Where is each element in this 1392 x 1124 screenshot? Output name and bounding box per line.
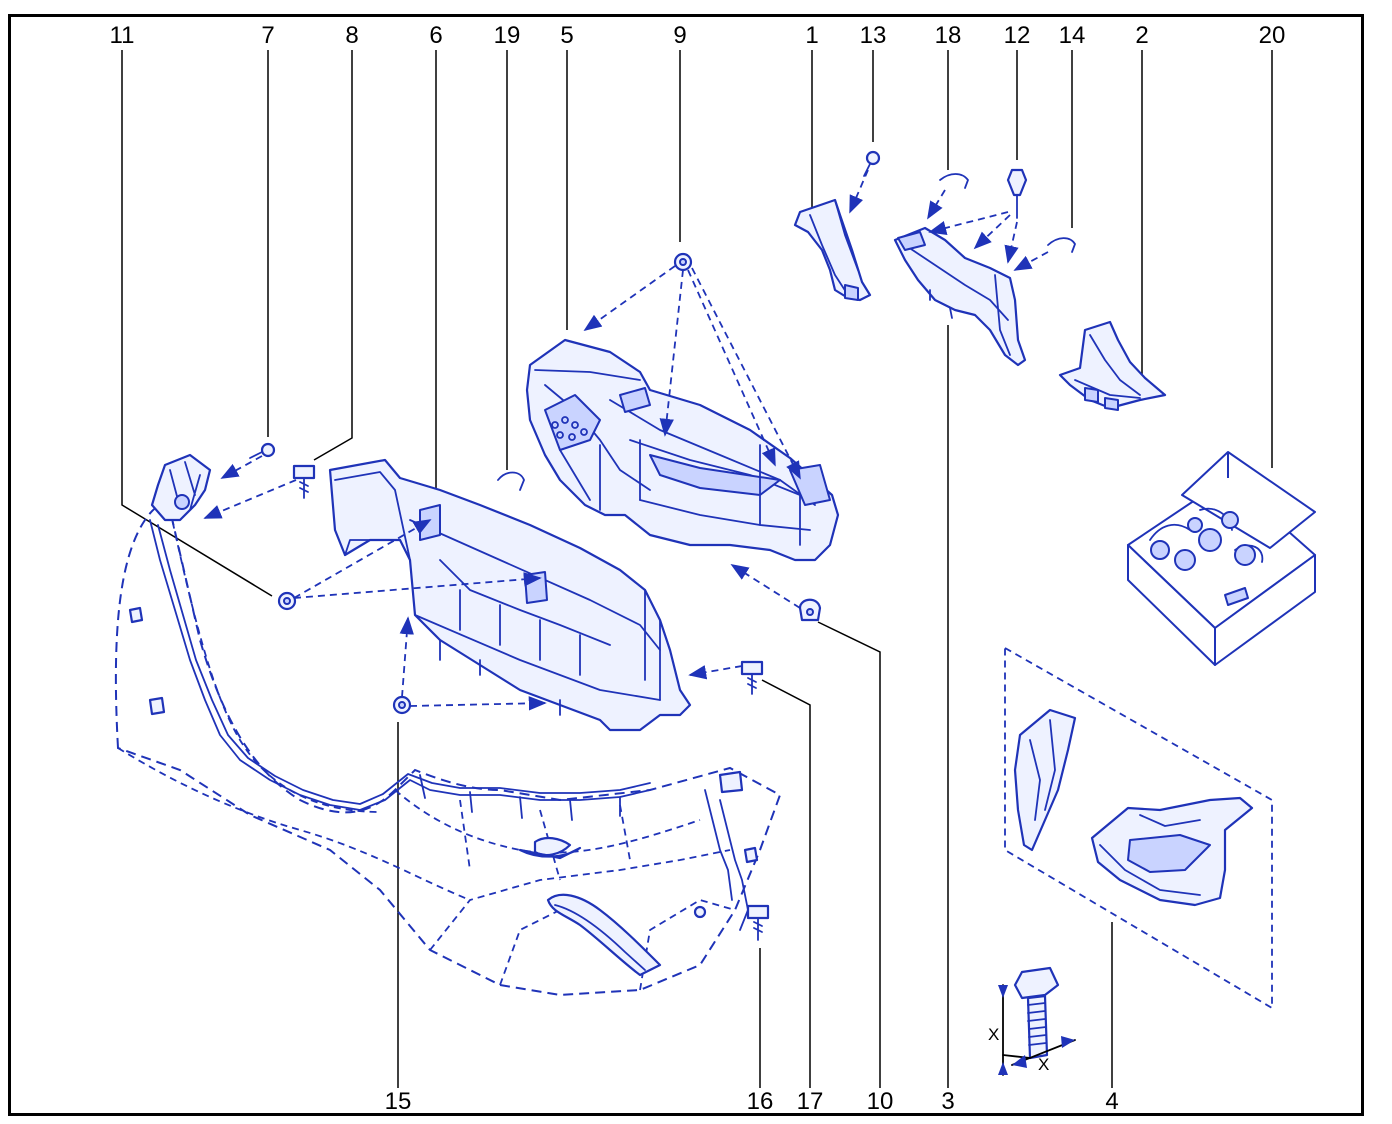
label-9: 9 <box>673 22 687 49</box>
fastener-8-bolt <box>292 464 316 499</box>
label-18: 18 <box>934 22 962 49</box>
label-5: 5 <box>560 22 574 49</box>
label-19: 19 <box>493 22 521 49</box>
fastener-7-bolt <box>249 442 276 459</box>
dimension-x-horizontal: X <box>1038 1055 1050 1074</box>
part-5-air-guide <box>525 338 840 562</box>
part-2-bracket <box>1058 320 1167 411</box>
part-4-bracket-set <box>1004 646 1273 1010</box>
fastener-17-bolt <box>740 660 764 695</box>
front-bumper <box>114 503 782 997</box>
fastener-9-push-clip <box>673 252 693 272</box>
label-13: 13 <box>859 22 887 49</box>
fastener-16-bolt <box>746 904 770 941</box>
label-7: 7 <box>261 22 275 49</box>
fastener-15-push-clip <box>392 695 412 715</box>
fastener-13-screw <box>863 150 881 177</box>
label-17: 17 <box>796 1088 824 1115</box>
fastener-10-grommet <box>798 598 822 622</box>
fastener-11-push-clip <box>277 591 297 611</box>
label-20: 20 <box>1258 22 1286 49</box>
diagram-frame <box>8 14 1364 1116</box>
label-15: 15 <box>384 1088 412 1115</box>
label-4: 4 <box>1105 1088 1119 1115</box>
part-11-corner-bracket <box>150 453 212 522</box>
label-8: 8 <box>345 22 359 49</box>
dimension-x-vertical: X <box>988 1025 1000 1044</box>
label-1: 1 <box>805 22 819 49</box>
label-6: 6 <box>429 22 443 49</box>
label-14: 14 <box>1058 22 1086 49</box>
fastener-19-clip <box>497 471 525 491</box>
part-3-bracket <box>893 226 1027 367</box>
fastener-18-clip <box>939 173 969 189</box>
leader-lines <box>121 50 1273 1088</box>
perforated-panel <box>551 416 588 441</box>
assembly-arrows <box>203 169 1049 711</box>
label-2: 2 <box>1135 22 1149 49</box>
label-3: 3 <box>941 1088 955 1115</box>
label-12: 12 <box>1003 22 1031 49</box>
fastener-14-clip <box>1047 237 1076 253</box>
fastener-12-rivet <box>1006 168 1028 219</box>
label-11: 11 <box>109 22 135 49</box>
label-10: 10 <box>866 1088 894 1115</box>
bolt-dimension-detail <box>998 966 1076 1076</box>
label-16: 16 <box>746 1088 774 1115</box>
part-1-bracket <box>793 198 872 302</box>
part-20-hardware-kit-box <box>1127 451 1316 666</box>
